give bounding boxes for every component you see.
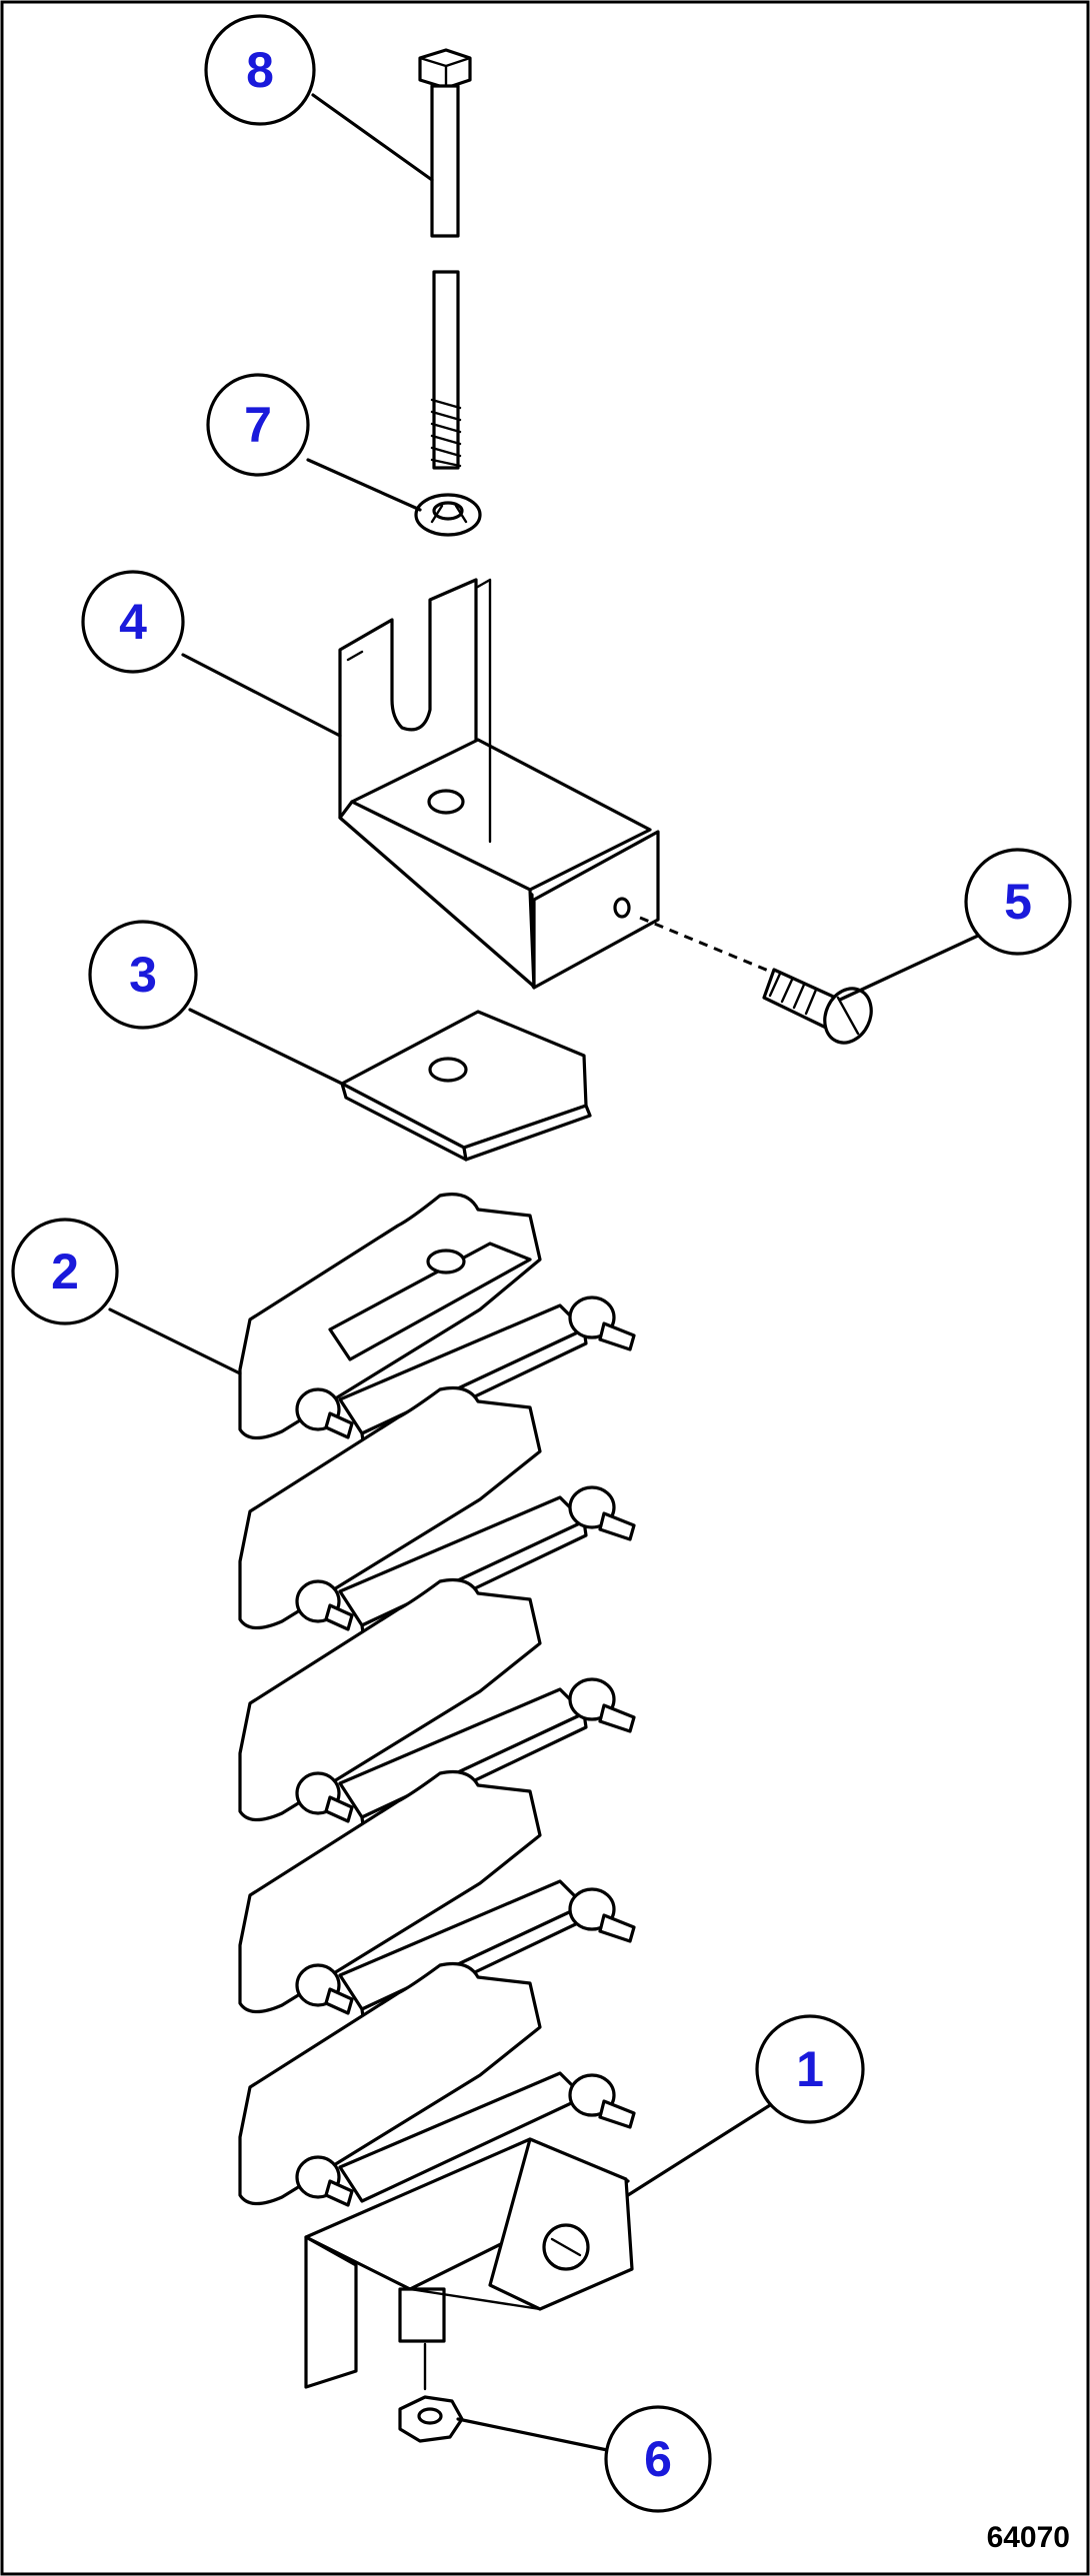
callout-3: 3 (88, 920, 198, 1030)
callout-label-6: 6 (644, 2431, 672, 2487)
terminal-block-5 (238, 1961, 636, 2207)
callout-4: 4 (81, 570, 185, 674)
callout-2: 2 (11, 1218, 119, 1325)
leader-line-3 (188, 1008, 344, 1086)
callout-label-2: 2 (51, 1244, 79, 1299)
callout-6: 6 (604, 2405, 712, 2513)
callout-1: 1 (755, 2014, 865, 2124)
callout-label-8: 8 (246, 42, 274, 98)
callout-label-7: 7 (244, 397, 272, 453)
leader-line-6 (456, 2417, 614, 2453)
callout-label-3: 3 (129, 947, 157, 1003)
terminal-block-2 (238, 1385, 636, 1643)
nut-part (398, 2395, 464, 2443)
screw-part (639, 916, 873, 1045)
leader-line-7 (306, 458, 422, 512)
leader-line-5 (838, 934, 980, 1002)
leader-line-1 (626, 2103, 772, 2197)
callout-bubbles: 8 7 4 5 3 2 1 6 (11, 14, 1072, 2513)
marker-plate-part (340, 1010, 592, 1162)
callout-label-4: 4 (119, 594, 147, 650)
terminal-block-bracket-part (304, 2137, 634, 2391)
lock-washer-part (414, 493, 482, 537)
callout-5: 5 (964, 848, 1072, 956)
callout-label-5: 5 (1004, 874, 1032, 930)
mounting-bracket-part (338, 578, 660, 990)
leader-lines (108, 93, 980, 2453)
callout-7: 7 (206, 373, 310, 477)
leader-line-4 (181, 653, 342, 738)
callout-8: 8 (204, 14, 316, 126)
bolt-part (418, 48, 472, 470)
leader-line-8 (311, 93, 434, 182)
terminal-block-stack (238, 1193, 636, 2207)
leader-line-2 (108, 1307, 242, 1375)
figure-code: 64070 (987, 2521, 1070, 2554)
callout-label-1: 1 (796, 2041, 824, 2097)
